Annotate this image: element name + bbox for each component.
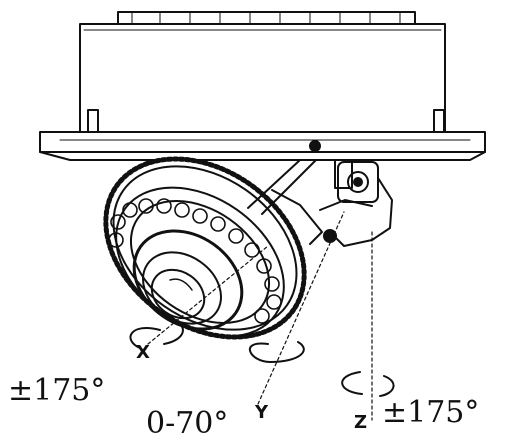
axis-z-label: Z (354, 412, 368, 433)
camera-housing (39, 11, 486, 161)
axis-x-label: X (136, 342, 150, 363)
range-x-label: ±175° (8, 373, 106, 408)
range-z-label: ±175° (382, 395, 480, 430)
rotation-arrows (129, 319, 395, 397)
range-y-label: 0-70° (146, 406, 229, 441)
axis-y-label: Y (255, 402, 269, 423)
camera-lens (132, 229, 244, 331)
camera-bracket (247, 159, 393, 247)
rotation-axes (147, 211, 373, 421)
